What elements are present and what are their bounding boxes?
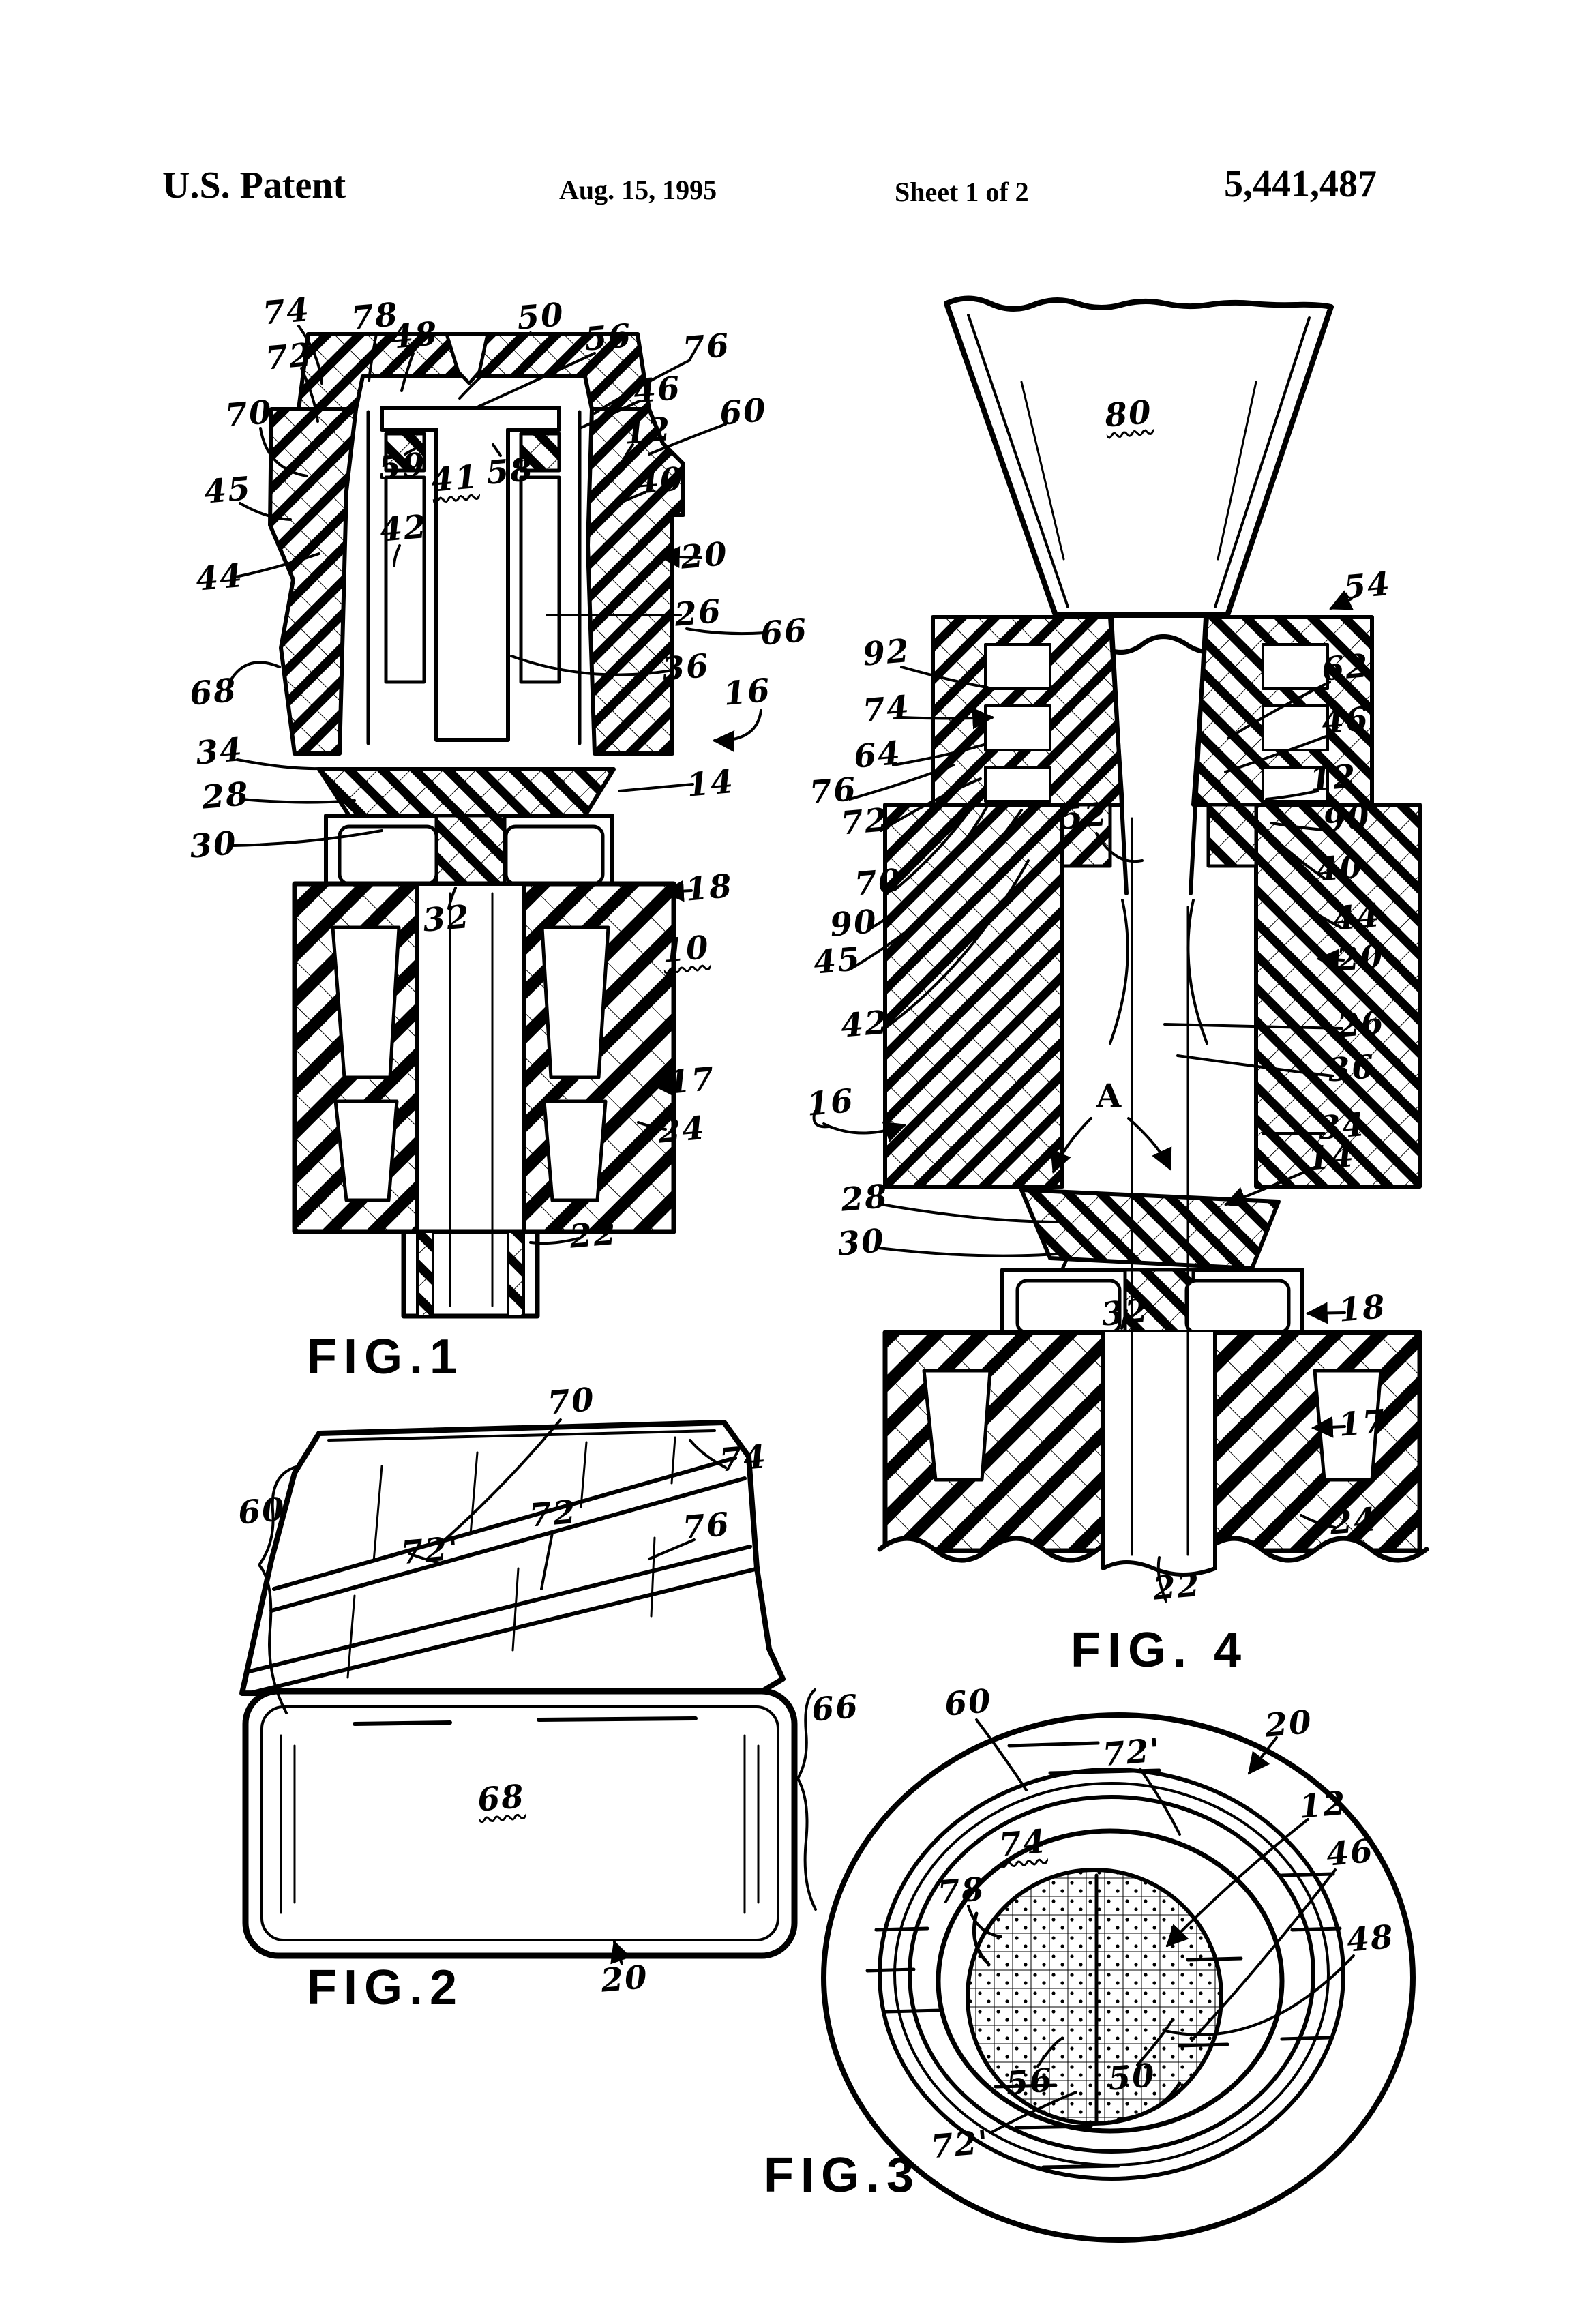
fig1-leaders <box>229 325 766 1245</box>
fig3-leaders <box>967 1718 1355 2134</box>
fig2-drawing <box>239 1420 798 1959</box>
fig1-drawing <box>268 332 685 1319</box>
sheet-number: Sheet 1 of 2 <box>895 177 1029 207</box>
patent-number: 5,441,487 <box>1224 163 1377 205</box>
fig2-leaders <box>258 1418 817 1965</box>
fig4-leaders <box>812 590 1354 1603</box>
patent-header: U.S. Patent Aug. 15, 1995 Sheet 1 of 2 5… <box>0 0 1582 225</box>
fig3-drawing <box>821 1712 1416 2243</box>
fig4-drawing <box>877 295 1429 1657</box>
patent-title: U.S. Patent <box>162 164 346 207</box>
patent-date: Aug. 15, 1995 <box>559 175 717 205</box>
